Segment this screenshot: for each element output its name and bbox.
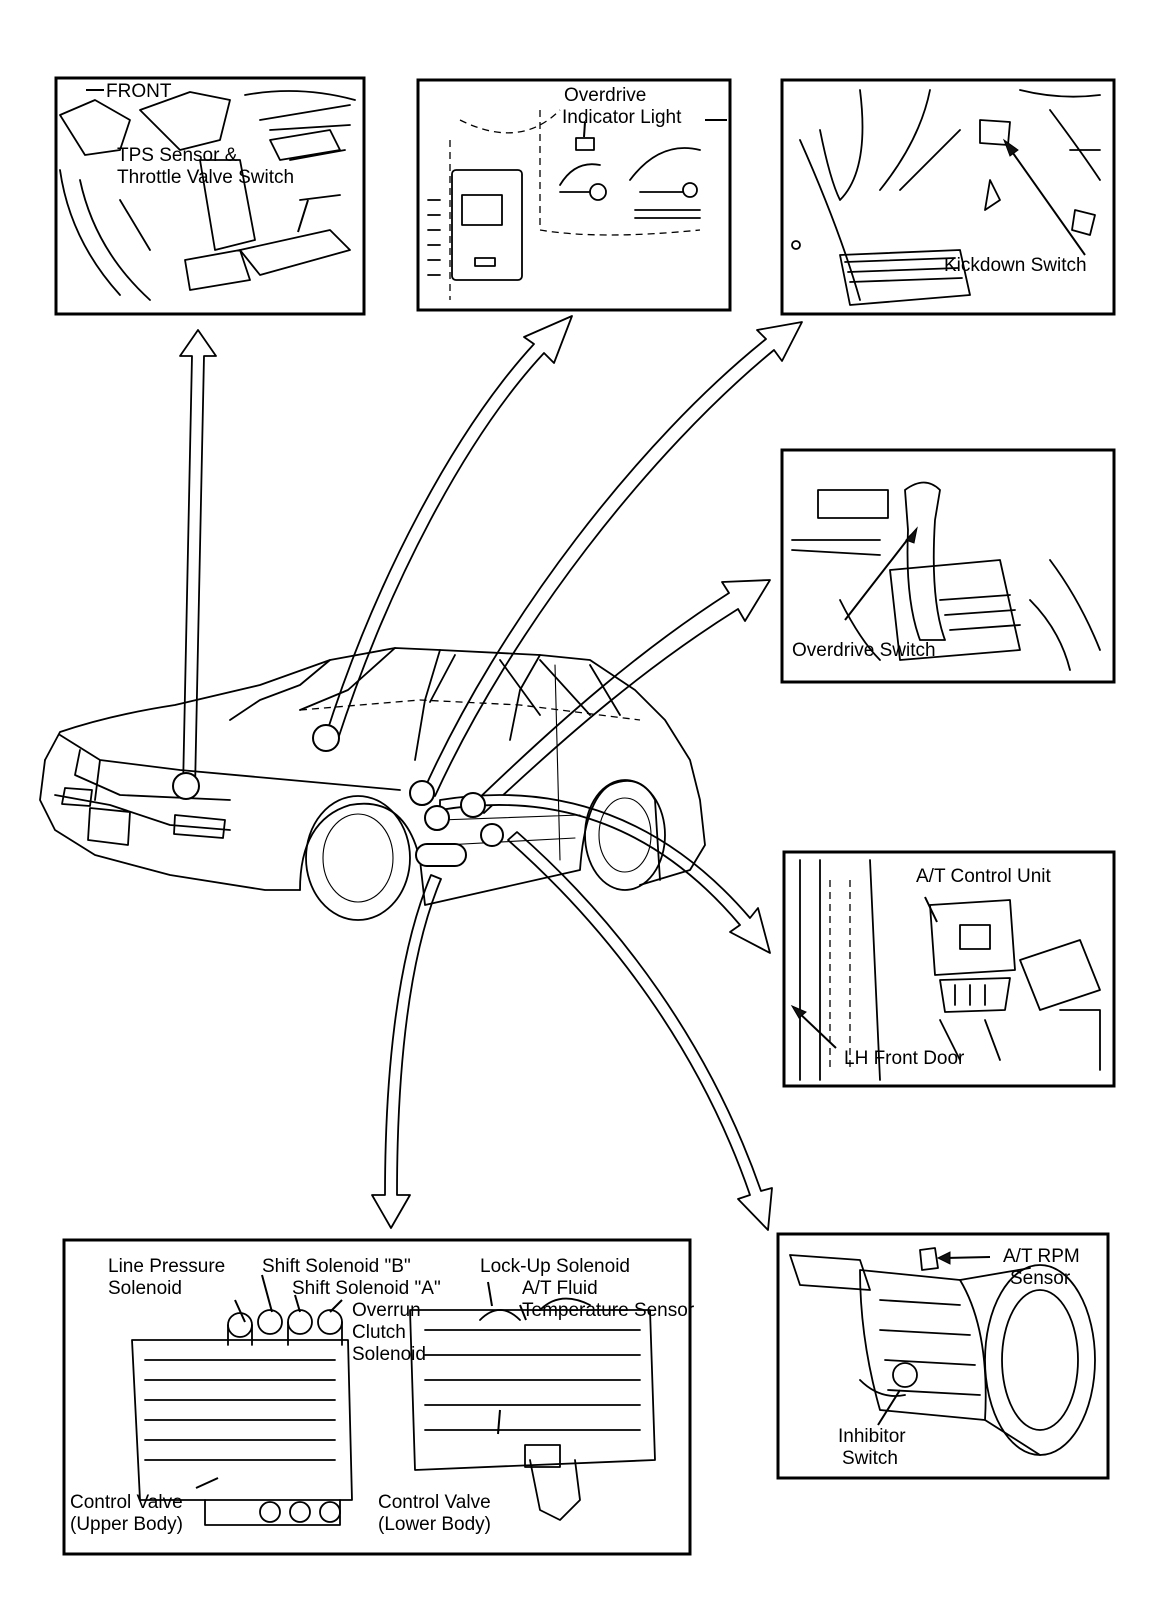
rpm-sensor-label-line-1: A/T RPM <box>1003 1246 1080 1267</box>
overdrive-switch-label: Overdrive Switch <box>792 640 936 661</box>
lh-front-door-label: LH Front Door <box>844 1048 965 1069</box>
kickdown-locator-dot <box>409 780 435 806</box>
rpm-sensor-locator-dot <box>480 823 504 847</box>
arrow-to-transmission-panel <box>507 831 773 1231</box>
arrow-to-valve-body-panel <box>371 874 442 1229</box>
kickdown-label: Kickdown Switch <box>944 255 1087 276</box>
panel-tps-sensor: FRONT TPS Sensor & Throttle Valve Switch <box>54 76 366 316</box>
arrow-to-overdrive-switch-panel <box>471 579 771 814</box>
inhibitor-switch-label-line-2: Switch <box>842 1448 898 1469</box>
panel-at-control-unit: A/T Control Unit LH Front Door <box>782 850 1116 1088</box>
overdrive-light-locator-dot <box>312 724 340 752</box>
overdrive-light-label-line-1: Overdrive <box>564 85 646 106</box>
fluid-temp-label-line-2: Temperature Sensor <box>522 1300 695 1321</box>
shift-solenoid-b-label: Shift Solenoid "B" <box>262 1256 411 1277</box>
panel-overdrive-indicator-light: Overdrive Indicator Light <box>416 78 732 312</box>
shift-solenoid-a-label: Shift Solenoid "A" <box>292 1278 441 1299</box>
fluid-temp-label-line-1: A/T Fluid <box>522 1278 598 1299</box>
tps-label-line-1: TPS Sensor & <box>117 145 238 166</box>
tps-front-label: FRONT <box>106 81 172 102</box>
arrow-to-overdrive-light-panel <box>324 315 573 743</box>
upper-body-label-line-2: (Upper Body) <box>70 1514 183 1535</box>
overrun-label-line-1: Overrun <box>352 1300 421 1321</box>
rpm-sensor-label-line-2: Sensor <box>1010 1268 1071 1289</box>
control-unit-locator-dot <box>424 805 450 831</box>
lower-body-label-line-1: Control Valve <box>378 1492 491 1513</box>
tps-locator-dot <box>172 772 200 800</box>
panel-control-valve-body: Line Pressure Solenoid Shift Solenoid "B… <box>62 1238 695 1556</box>
tps-label-line-2: Throttle Valve Switch <box>117 167 294 188</box>
valve-body-locator-oval <box>415 843 467 867</box>
overdrive-switch-locator-dot <box>460 792 486 818</box>
panel-kickdown-switch: Kickdown Switch <box>780 78 1116 316</box>
arrow-to-kickdown-panel <box>422 321 803 797</box>
panel-transmission: A/T RPM Sensor Inhibitor Switch <box>776 1232 1110 1480</box>
arrow-to-control-unit-panel <box>439 794 771 954</box>
panel-overdrive-switch: Overdrive Switch <box>780 448 1116 684</box>
lockup-solenoid-label: Lock-Up Solenoid <box>480 1256 630 1277</box>
locator-arrows <box>179 315 803 1231</box>
line-pressure-label-line-1: Line Pressure <box>108 1256 225 1277</box>
car-illustration <box>39 647 706 921</box>
lower-body-label-line-2: (Lower Body) <box>378 1514 491 1535</box>
control-unit-label: A/T Control Unit <box>916 866 1052 887</box>
inhibitor-switch-label-line-1: Inhibitor <box>838 1426 906 1447</box>
overrun-label-line-3: Solenoid <box>352 1344 426 1365</box>
overrun-label-line-2: Clutch <box>352 1322 406 1343</box>
upper-body-label-line-1: Control Valve <box>70 1492 183 1513</box>
line-pressure-label-line-2: Solenoid <box>108 1278 182 1299</box>
arrow-to-tps-panel <box>179 329 217 790</box>
overdrive-light-label-line-2: Indicator Light <box>562 107 682 128</box>
